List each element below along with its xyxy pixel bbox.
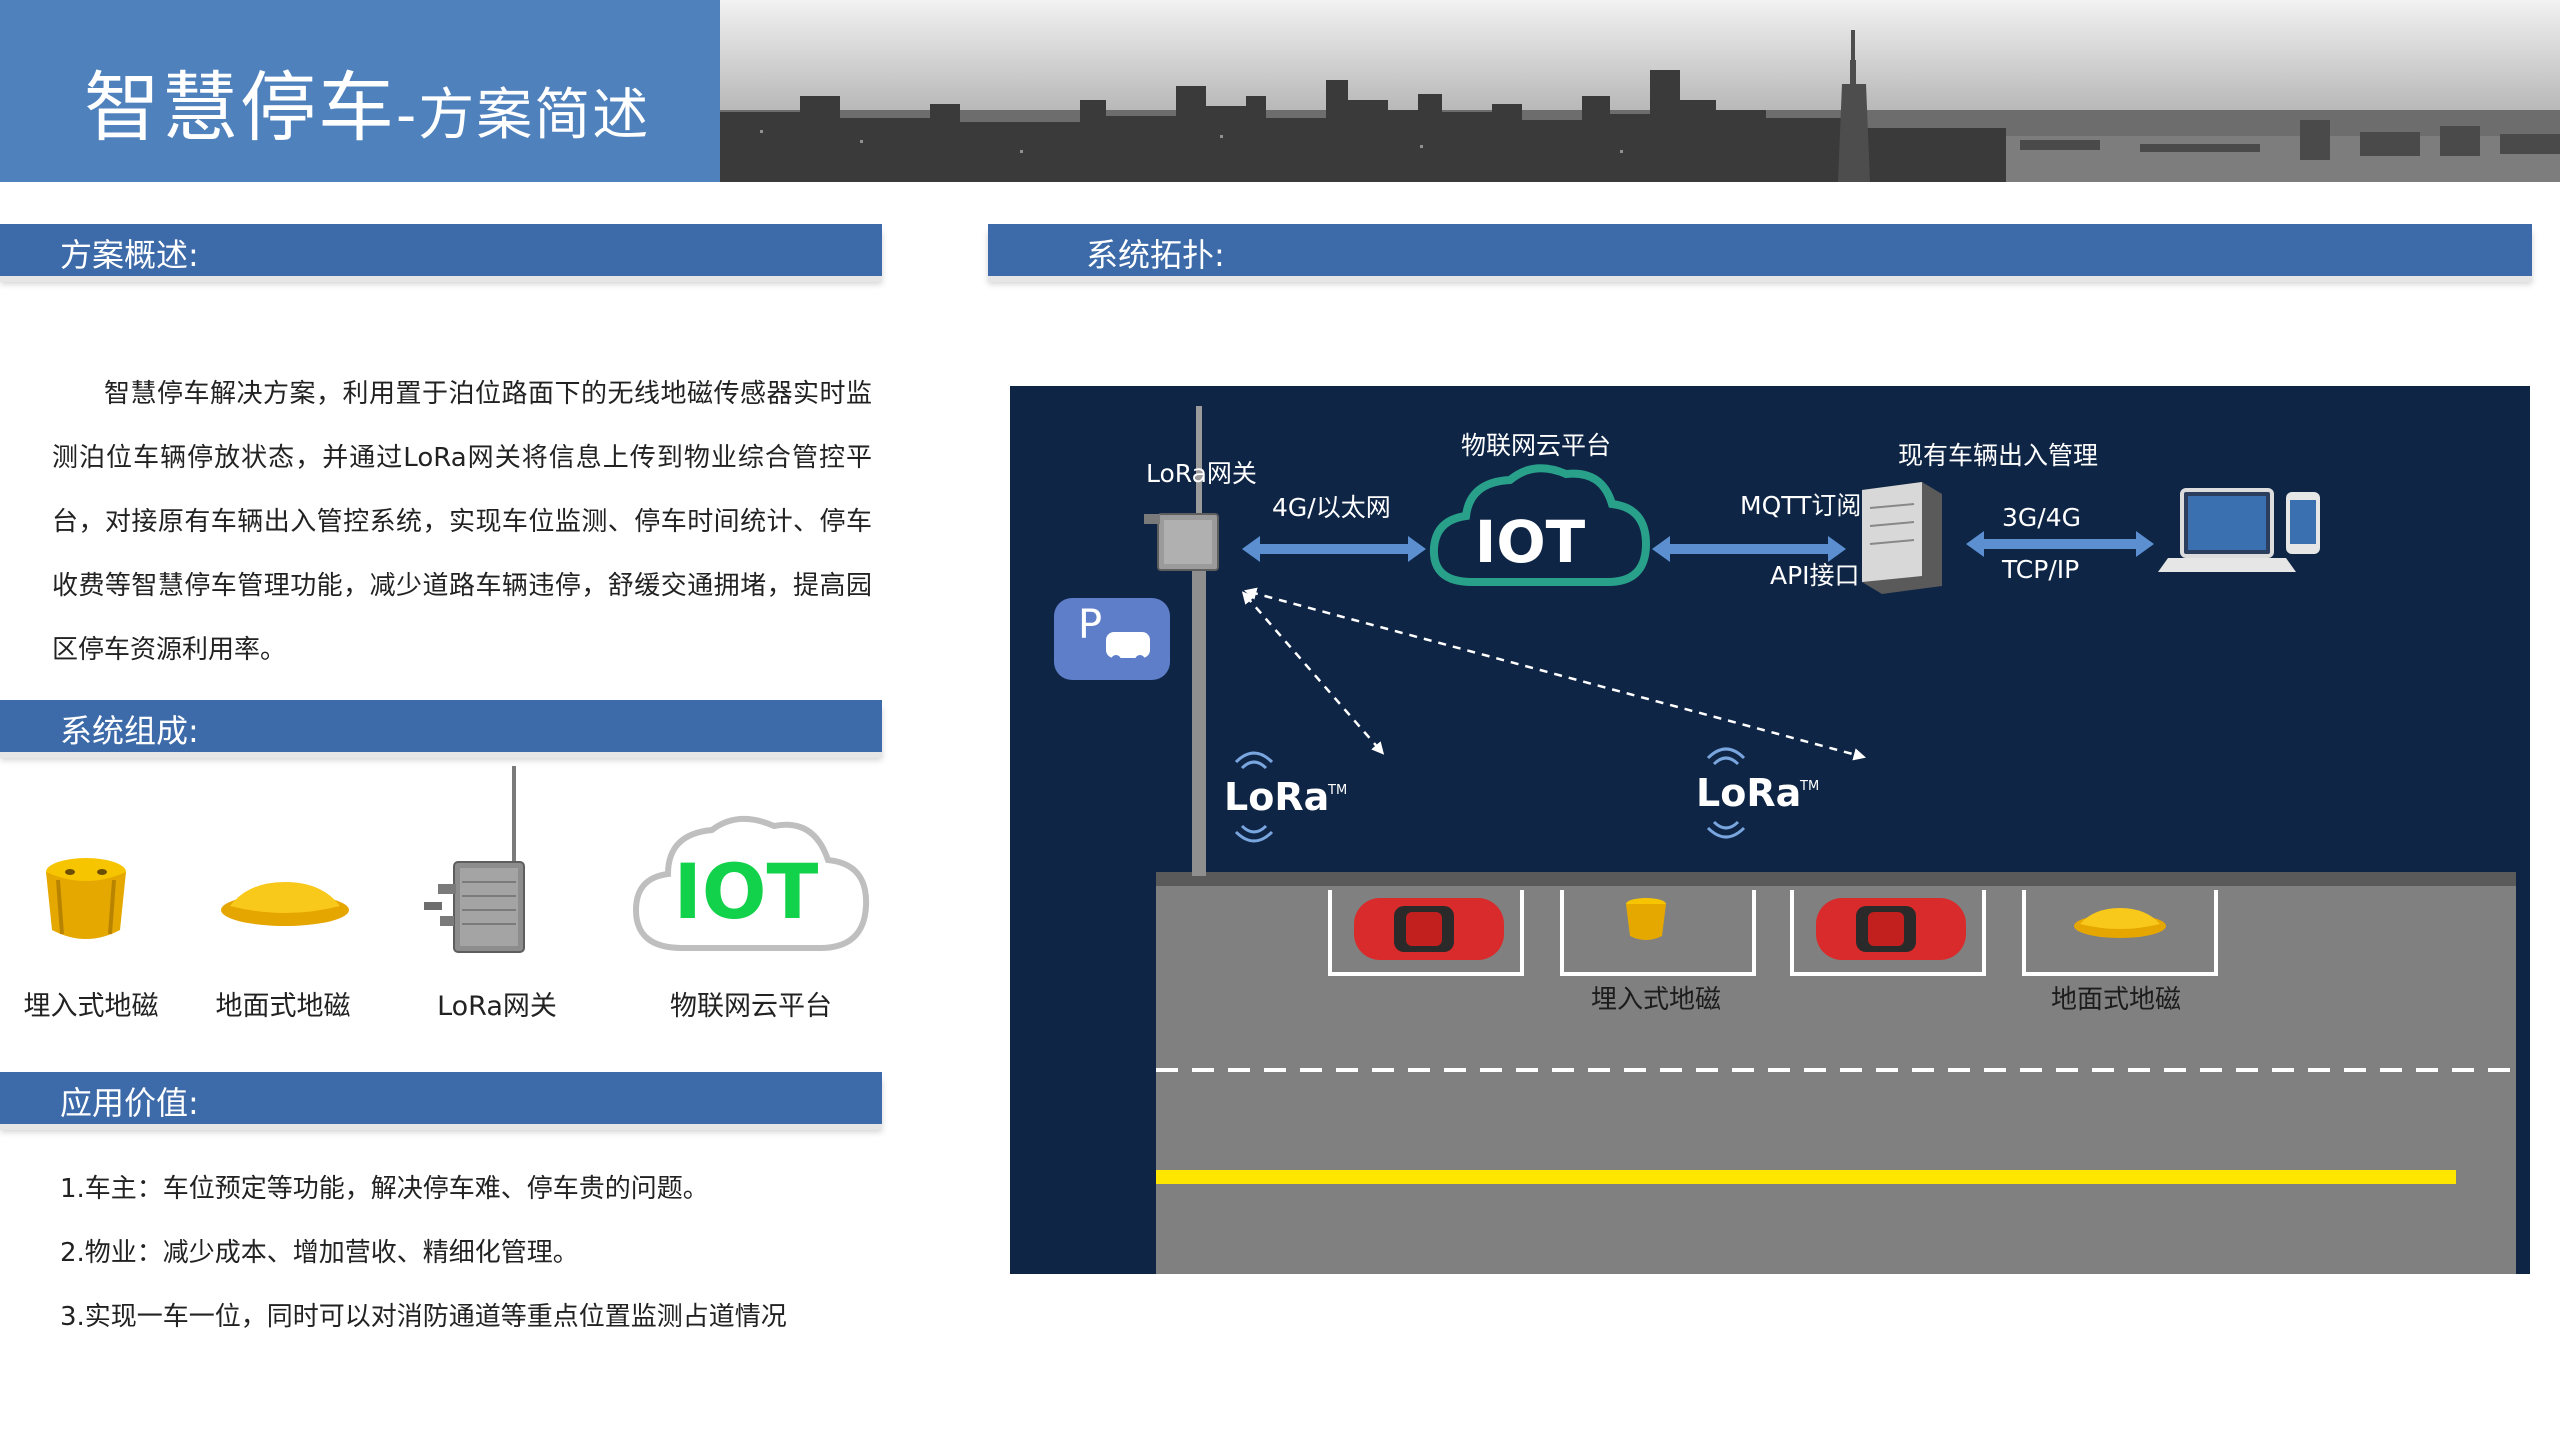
wireless-link-2 [1243,587,1867,761]
link-label-mqtt: MQTT订阅 [1740,491,1861,520]
slot-label-embedded: 埋入式地磁 [1591,985,1721,1015]
link-label-api: API接口 [1770,561,1860,590]
lora-gateway-icon [424,766,525,953]
section-bar-composition: 系统组成: [0,700,882,752]
lora-logo-1: LoRa TM [1224,751,1347,843]
section-bar-topology: 系统拓扑: [988,224,2532,276]
page-title-sub: -方案简述 [396,83,651,148]
page-title: 智慧停车-方案简述 [84,46,650,156]
curb [1156,872,2516,886]
yellow-road-line [1156,1170,2456,1184]
slot-label-surface: 地面式地磁 [2051,985,2181,1015]
page-title-main: 智慧停车 [84,63,396,152]
value-item: 1.车主：车位预定等功能，解决停车难、停车贵的问题。 [60,1174,709,1204]
parking-sign-icon: P [1054,598,1170,680]
component-label-iot-platform: 物联网云平台 [670,991,832,1022]
title-banner [0,0,720,182]
value-item: 2.物业：减少成本、增加营收、精细化管理。 [60,1238,579,1268]
parked-car-2 [1816,898,1966,960]
lora-tm-2: TM [1799,779,1819,794]
iot-cloud-icon: IOT [1429,464,1651,586]
surface-sensor-icon [2074,908,2166,938]
surface-sensor-icon [221,882,349,926]
phone-icon [2286,492,2320,554]
overview-paragraph: 智慧停车解决方案，利用置于泊位路面下的无线地磁传感器实时监测泊位车辆停放状态，并… [52,379,872,665]
lora-text-1: LoRa [1224,775,1329,819]
link-arrow-mqtt [1652,536,1846,562]
link-label-3g4g: 3G/4G [2002,503,2081,532]
link-label-tcpip: TCP/IP [2001,555,2079,584]
section-bar-overview: 方案概述: [0,224,882,276]
section-bar-value: 应用价值: [0,1072,882,1124]
server-icon [1862,482,1942,594]
value-item: 3.实现一车一位，同时可以对消防通道等重点位置监测占道情况 [60,1302,787,1332]
light-pole [1192,516,1206,876]
city-skyline-image [720,0,2560,182]
component-label-embedded: 埋入式地磁 [23,991,159,1022]
laptop-icon [2158,488,2296,572]
server-label: 现有车辆出入管理 [1898,441,2098,470]
component-label-gateway: LoRa网关 [437,991,557,1022]
link-arrows [1242,531,2154,562]
link-arrow-3g4g [1966,531,2154,557]
parking-sign-letter: P [1078,602,1102,648]
link-arrow-4g [1242,536,1426,562]
iot-cloud-icon: IOT [632,815,870,951]
component-label-surface: 地面式地磁 [215,991,351,1022]
topology-diagram: 埋入式地磁 地面式地磁 P LoRa网关 4G/以太网 物联网云平台 MQTT订… [1010,386,2530,1274]
section-heading-composition: 系统组成: [60,712,199,750]
parking-slots [1328,890,2218,976]
section-heading-value: 应用价值: [60,1084,199,1122]
iot-cloud-text: IOT [674,847,819,936]
link-label-4g: 4G/以太网 [1272,493,1391,522]
gateway-label: LoRa网关 [1146,459,1257,488]
lora-text-2: LoRa [1696,771,1801,815]
lora-tm-1: TM [1327,783,1347,798]
topology-iot-text: IOT [1475,508,1586,576]
antenna [1196,406,1202,516]
section-heading-topology: 系统拓扑: [1086,236,1225,274]
section-heading-overview: 方案概述: [60,236,199,274]
lora-logo-2: LoRa TM [1696,747,1819,839]
cloud-label: 物联网云平台 [1461,431,1611,460]
embedded-sensor-icon [46,858,126,939]
parked-car-1 [1354,898,1504,960]
embedded-sensor-icon [1626,898,1666,940]
lora-gateway-icon [1144,513,1219,571]
